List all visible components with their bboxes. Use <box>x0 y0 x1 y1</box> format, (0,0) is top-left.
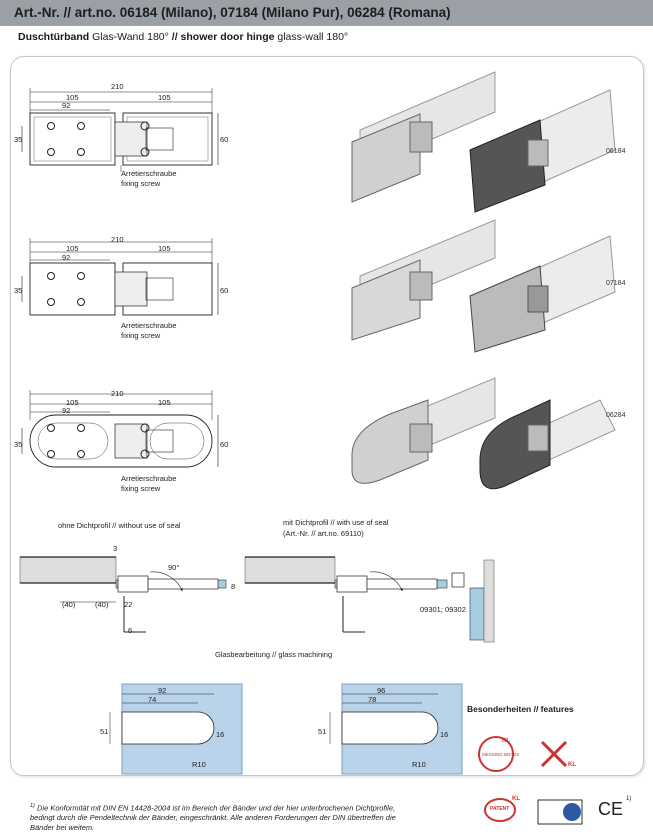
code-06284: 06284 <box>606 412 626 419</box>
code-06184: 06184 <box>606 148 626 155</box>
machining-title: Glasbearbeitung // glass machining <box>215 650 333 659</box>
dim-right-3: 105 <box>158 398 171 407</box>
section-label-art: (Art.-Nr. // art.no. 69110) <box>283 529 364 538</box>
art-right: 09301; 09302 <box>420 605 466 614</box>
mach-left-92: 92 <box>158 686 167 695</box>
dim-3: 3 <box>113 544 118 553</box>
drawing-06284 <box>21 390 219 468</box>
dim-92-3: 92 <box>62 406 71 415</box>
angle-90: 90° <box>168 563 180 572</box>
mach-right-96: 96 <box>377 686 386 695</box>
mach-right-16: 16 <box>440 730 449 739</box>
dim-22: 22 <box>124 600 133 609</box>
code-07184: 07184 <box>606 280 626 287</box>
patent-icon <box>484 798 516 822</box>
dim-40b: (40) <box>95 600 109 609</box>
dim-60-1: 60 <box>220 135 229 144</box>
subtitle-bold-de: Duschtürband <box>18 31 90 43</box>
mach-left-74: 74 <box>148 695 157 704</box>
mach-left-16: 16 <box>216 730 225 739</box>
dim-35-1: 35 <box>14 135 23 144</box>
mach-right-51: 51 <box>318 727 327 736</box>
section-label-with-seal: mit Dichtprofil // with use of seal <box>283 518 389 527</box>
ce-sup: 1) <box>626 796 632 802</box>
mach-left-51: 51 <box>100 727 109 736</box>
ce-mark: CE <box>598 799 624 819</box>
dim-35-2: 35 <box>14 286 23 295</box>
features-title: Besonderheiten // features <box>467 704 574 714</box>
dim-60-2: 60 <box>220 286 229 295</box>
section-with-seal <box>244 556 495 643</box>
mach-left-r10: R10 <box>192 760 206 769</box>
dim-total-1: 210 <box>111 82 124 91</box>
dim-left-1: 105 <box>66 93 79 102</box>
gs-mark-icon <box>537 799 583 825</box>
footnote-marker: 1) <box>30 803 35 809</box>
footnote: 1) Die Konformität mit DIN EN 14428-2004… <box>30 802 410 832</box>
section-label-without-seal: ohne Dichtprofil // without use of seal <box>58 521 181 530</box>
no-tool-icon <box>540 740 568 768</box>
dim-total-3: 210 <box>111 389 124 398</box>
dim-right-1: 105 <box>158 93 171 102</box>
dim-left-3: 105 <box>66 398 79 407</box>
subtitle: Duschtürband Glas-Wand 180° // shower do… <box>18 31 348 43</box>
patent-kl: KL <box>512 796 520 802</box>
product-image-07184 <box>351 219 616 353</box>
dim-left-2: 105 <box>66 244 79 253</box>
dim-60-3: 60 <box>220 440 229 449</box>
brass-badge-icon <box>478 736 514 772</box>
dim-total-2: 210 <box>111 235 124 244</box>
product-image-06184 <box>351 71 616 213</box>
dim-6: 6 <box>128 626 133 635</box>
machining-right <box>329 683 463 775</box>
badge-brass-kl: KL <box>502 738 510 744</box>
badge-tool-kl: KL <box>568 762 576 768</box>
machining-left <box>109 683 243 775</box>
screw-de-2: Arretierschraube <box>121 321 177 330</box>
badge-brass-text: MESSING BRASS <box>482 752 520 757</box>
patent-text: PATENT <box>490 806 510 812</box>
screw-en-1: fixing screw <box>121 179 161 188</box>
product-image-06284 <box>351 377 616 490</box>
subtitle-bold-en: // shower door hinge <box>171 31 275 43</box>
subtitle-text-en: glass-wall 180° <box>274 31 349 43</box>
dim-35-3: 35 <box>14 440 23 449</box>
screw-en-3: fixing screw <box>121 484 161 493</box>
title-bar: Art.-Nr. // art.no. 06184 (Milano), 0718… <box>0 0 653 26</box>
subtitle-text-de: Glas-Wand 180° <box>89 31 172 43</box>
dim-92-1: 92 <box>62 101 71 110</box>
drawing-07184 <box>21 238 219 316</box>
screw-de-3: Arretierschraube <box>121 474 177 483</box>
footnote-text: Die Konformität mit DIN EN 14428-2004 is… <box>30 803 396 832</box>
dim-right-2: 105 <box>158 244 171 253</box>
screw-de-1: Arretierschraube <box>121 169 177 178</box>
mach-right-r10: R10 <box>412 760 426 769</box>
dim-8: 8 <box>231 582 236 591</box>
section-without-seal <box>19 556 227 633</box>
drawing-06184 <box>21 88 219 172</box>
mach-right-78: 78 <box>368 695 377 704</box>
screw-en-2: fixing screw <box>121 331 161 340</box>
dim-92-2: 92 <box>62 253 71 262</box>
dim-40a: (40) <box>62 600 76 609</box>
page-title: Art.-Nr. // art.no. 06184 (Milano), 0718… <box>14 5 451 20</box>
